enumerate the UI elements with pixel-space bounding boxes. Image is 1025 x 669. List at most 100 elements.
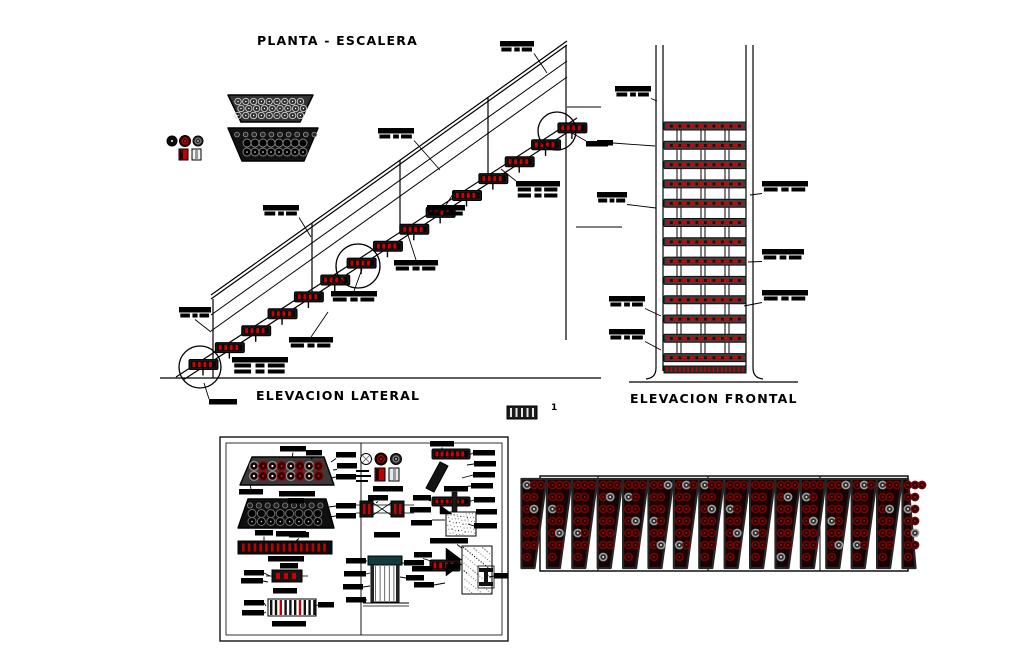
annotation-label: [280, 446, 306, 459]
annotation-label: [412, 566, 432, 572]
annotation-label: [232, 357, 288, 374]
annotation-label: [467, 497, 495, 503]
annotation-label: [470, 509, 497, 515]
annotation-label: [467, 523, 497, 529]
annotation-label: [313, 602, 334, 608]
strip-tread: [621, 477, 650, 570]
annotation-label: [410, 507, 432, 513]
annotation-label: [346, 597, 367, 603]
strip-tread: [723, 477, 751, 570]
detail-bolt-section: [267, 598, 317, 617]
annotation-label: [747, 249, 804, 263]
detail-sheet-panel: [219, 436, 509, 642]
annotation-label: [272, 621, 306, 627]
strip-tread: [799, 477, 828, 570]
annotation-label: [255, 530, 273, 541]
tread-bar: [663, 314, 747, 324]
annotation-label: [344, 571, 371, 577]
tread: [478, 173, 509, 185]
scale-marker: [506, 405, 538, 420]
annotation-label: [609, 329, 662, 351]
annotation-label: [399, 575, 424, 581]
tread: [267, 308, 298, 320]
tread: [452, 190, 482, 201]
strip-tread: [672, 477, 701, 570]
annotation-label: [466, 461, 496, 467]
tread-bar: [663, 160, 747, 170]
tread-bar: [663, 333, 747, 343]
lateral-elevation-drawing: [160, 40, 622, 405]
tread-bar: [663, 198, 747, 208]
annotation-label: [430, 441, 454, 450]
tread: [214, 342, 245, 354]
annotation-label: [444, 486, 468, 492]
annotation-label: [411, 519, 445, 526]
annotation-label: [306, 450, 322, 460]
annotation-label: [500, 168, 560, 198]
strip-tread: [901, 477, 927, 570]
annotation-label: [373, 486, 403, 492]
annotation-label: [179, 307, 212, 333]
strip-tread: [647, 477, 675, 570]
plan-view-treads: [227, 94, 319, 162]
tread-bar: [663, 218, 747, 227]
annotation-label: [328, 503, 356, 509]
tread-bar: [663, 121, 747, 131]
tread-bar: [663, 275, 747, 285]
annotation-label: [597, 192, 657, 209]
tread-strip-drawing: [520, 475, 927, 572]
tread: [188, 359, 219, 370]
annotation-label: [346, 558, 367, 564]
annotation-label: [330, 452, 356, 463]
annotation-label: [289, 311, 333, 348]
annotation-label: [500, 41, 548, 74]
annotation-label: [378, 128, 441, 171]
annotation-label: [242, 610, 267, 616]
annotation-label: [244, 570, 271, 577]
kick-bar: [663, 365, 747, 374]
annotation-label: [239, 483, 263, 495]
frontal-elevation-drawing: [597, 45, 808, 383]
strip-tread: [698, 477, 726, 570]
detail-anchor-bottom: [429, 545, 495, 595]
plan-tread-checkered: [227, 94, 314, 123]
tread-bar: [663, 295, 747, 305]
sheet-number: 1: [551, 403, 558, 413]
annotation-label: [394, 231, 438, 271]
tread-bar: [663, 237, 747, 247]
annotation-label: [461, 472, 495, 479]
material-legend: [166, 135, 204, 161]
annotation-label: [273, 588, 297, 594]
detail-anchor-mid: [431, 491, 477, 537]
strip-tread: [545, 477, 574, 570]
annotation-label: [343, 584, 371, 590]
lateral-title: ELEVACION LATERAL: [256, 388, 421, 403]
annotation-label: [280, 563, 298, 569]
annotation-label: [331, 268, 377, 302]
annotation-label: [468, 450, 495, 456]
annotation-label: [289, 532, 309, 542]
strip-tread: [571, 477, 599, 570]
tread-bar: [663, 256, 747, 266]
annotation-label: [609, 296, 662, 317]
annotation-label: [241, 578, 269, 584]
annotation-label: [368, 495, 388, 504]
detail-tread-plan-red: [239, 456, 335, 486]
annotation-label: [374, 532, 400, 538]
strip-tread: [774, 477, 802, 570]
detail-column-section: [363, 555, 409, 607]
annotation-label: [446, 538, 468, 549]
tread: [372, 240, 403, 252]
tread: [241, 325, 272, 337]
annotation-label: [430, 538, 454, 544]
tread: [346, 257, 377, 269]
strip-tread: [520, 477, 548, 570]
tread: [293, 291, 324, 303]
annotation-label: [414, 582, 446, 588]
strip-tread: [825, 477, 853, 570]
strip-tread: [596, 477, 624, 570]
annotation-label: [743, 290, 808, 307]
tread: [531, 139, 562, 151]
annotation-label: [488, 573, 508, 579]
